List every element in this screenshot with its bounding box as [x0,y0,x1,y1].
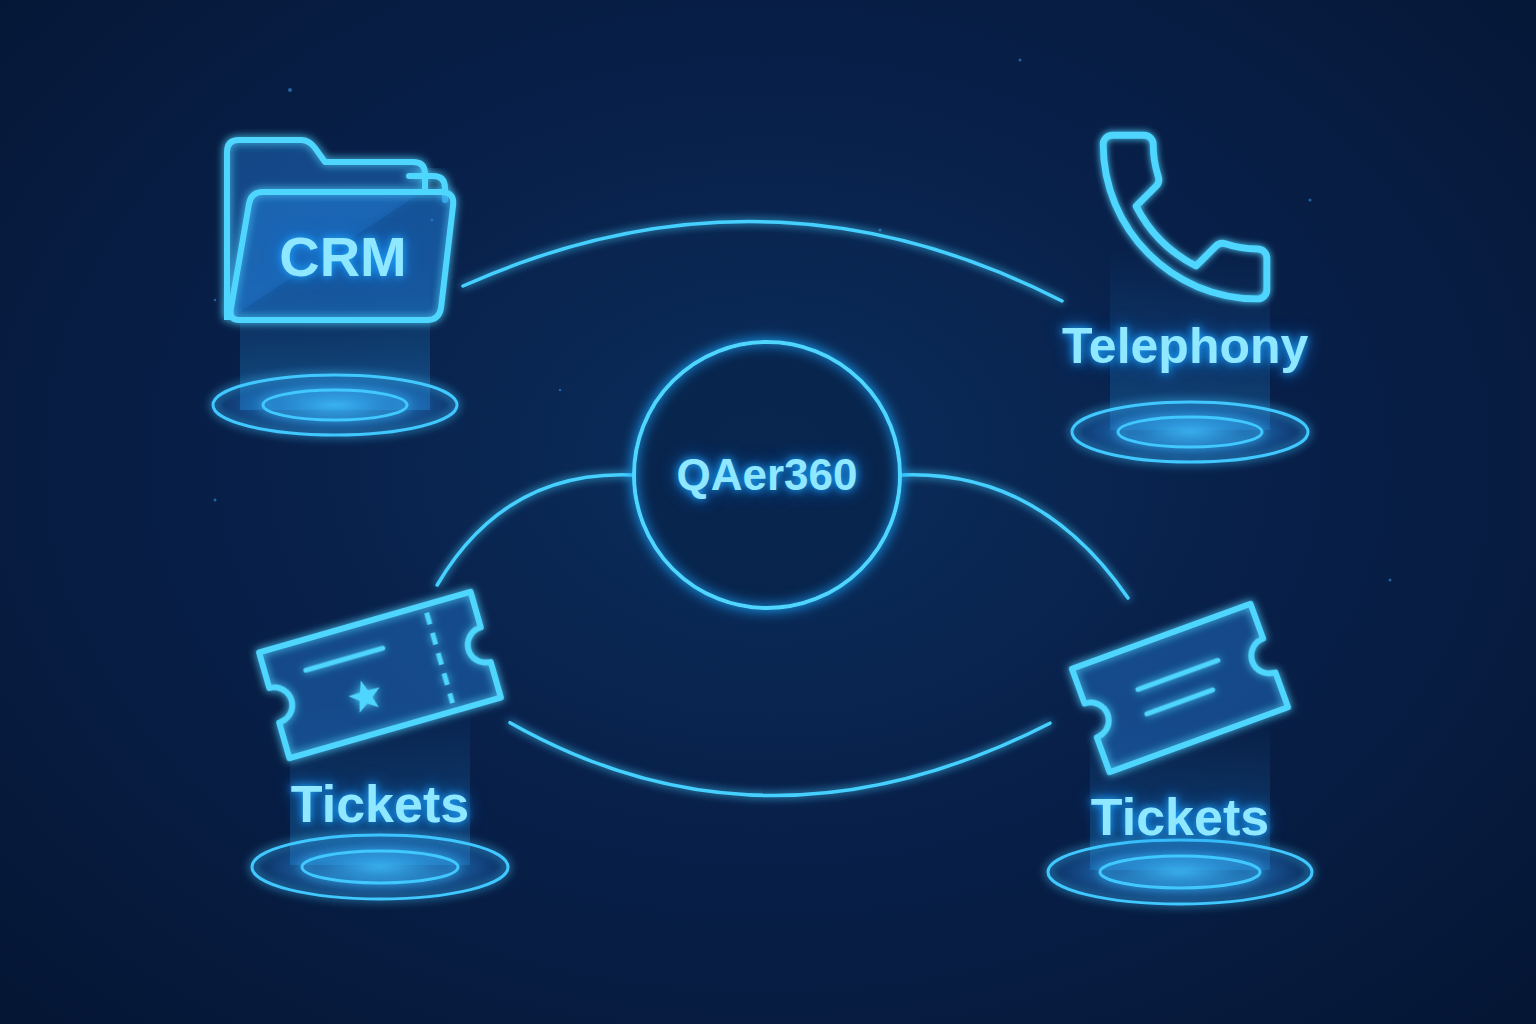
node-label: QAer360 [676,449,857,502]
ticket-icon [1050,598,1310,778]
connector-arc [902,475,1128,598]
system-node: CRM [213,130,463,330]
system-node: Tickets [1050,598,1310,848]
node-label: Tickets [291,773,469,835]
phone-icon [1075,108,1295,308]
hub-circle: QAer360 [632,340,902,610]
pedestals [213,375,1312,904]
connector-arc [510,723,1050,796]
ticket-icon [250,585,510,765]
node-label: Tickets [1091,786,1269,848]
center-stem [766,612,769,730]
connector-arc [463,222,1062,301]
system-node: Telephony [1062,108,1308,376]
connector-arc [437,475,632,585]
node-label: Telephony [1062,316,1308,376]
system-node: Tickets [250,585,510,835]
node-label: CRM [279,224,407,289]
